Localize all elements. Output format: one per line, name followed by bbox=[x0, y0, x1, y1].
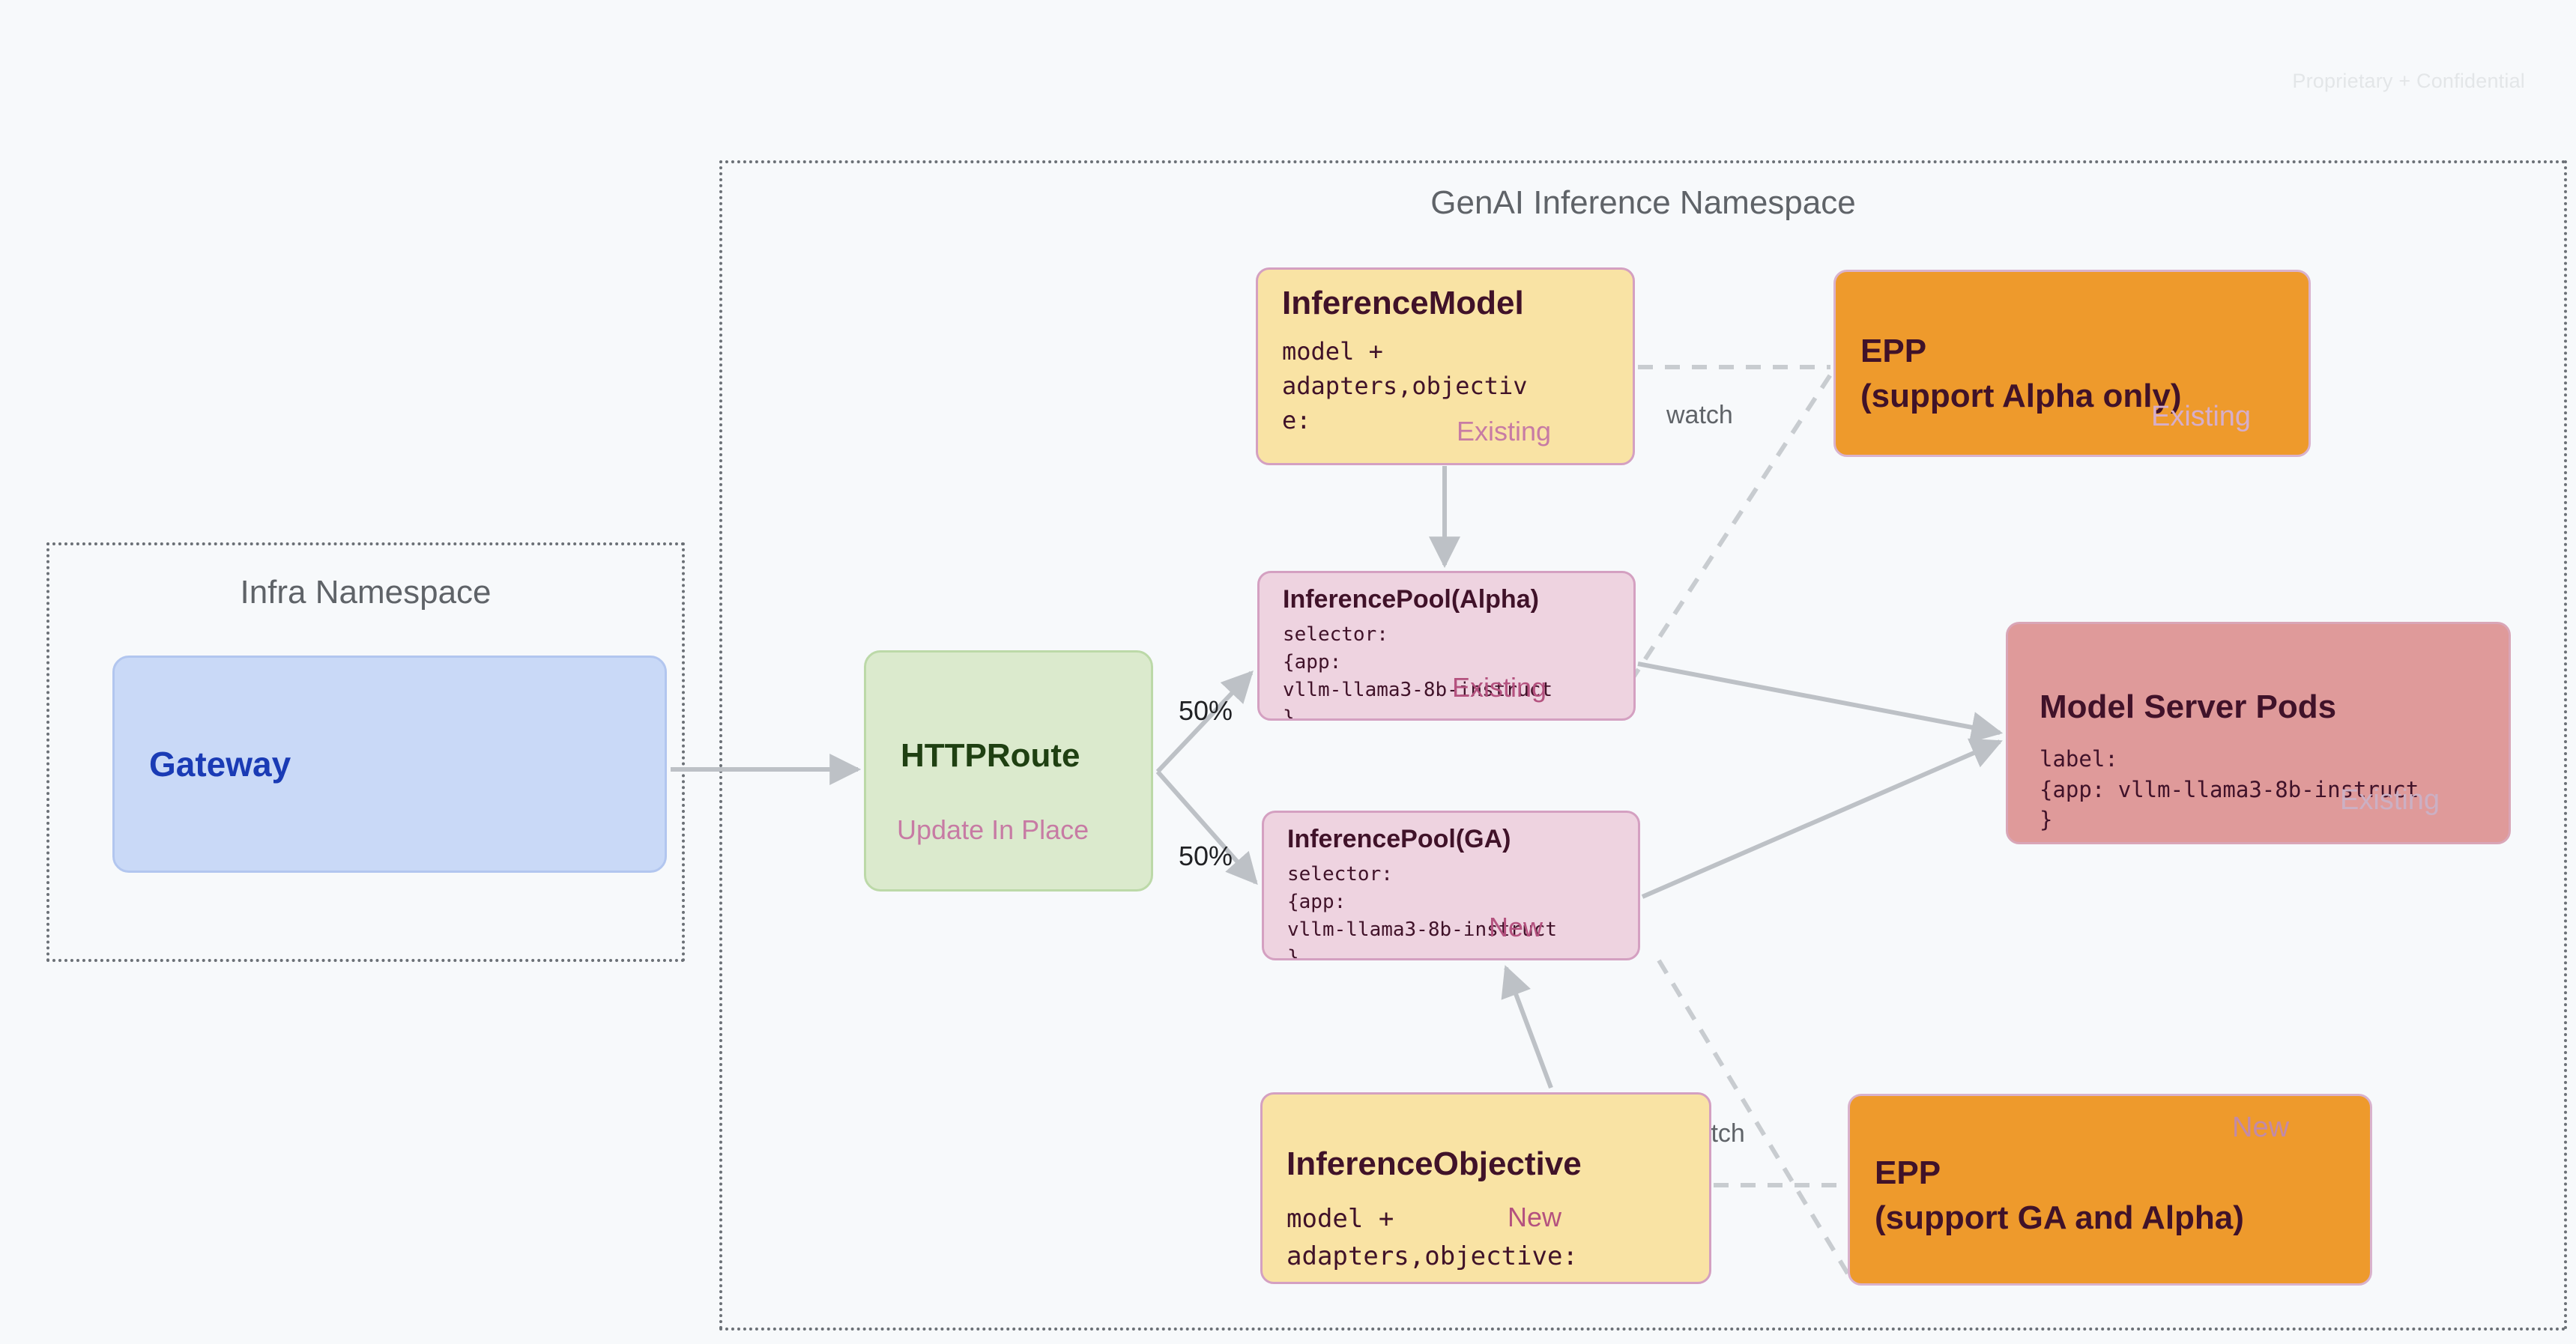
infra-namespace-container bbox=[46, 542, 685, 962]
watch-alpha-label: watch bbox=[1666, 401, 1733, 429]
epp-alpha-title: EPP (support Alpha only) bbox=[1860, 333, 2182, 414]
node-inference-pool-alpha[interactable]: InferencePool(Alpha) selector: {app: vll… bbox=[1257, 571, 1636, 721]
node-httproute[interactable]: HTTPRoute Update In Place bbox=[864, 650, 1153, 892]
inference-pool-alpha-title: InferencePool(Alpha) bbox=[1283, 585, 1539, 614]
infra-namespace-title: Infra Namespace bbox=[240, 574, 492, 611]
httproute-title: HTTPRoute bbox=[901, 737, 1080, 774]
gateway-title: Gateway bbox=[149, 745, 291, 784]
node-inference-objective[interactable]: InferenceObjective model + adapters,obje… bbox=[1260, 1092, 1711, 1284]
model-server-pods-title: Model Server Pods bbox=[2040, 688, 2337, 725]
epp-alpha-status-tag: Existing bbox=[2151, 401, 2252, 432]
node-inference-pool-ga[interactable]: InferencePool(GA) selector: {app: vllm-l… bbox=[1262, 811, 1640, 960]
inference-model-title: InferenceModel bbox=[1282, 285, 1524, 321]
inference-pool-alpha-body: selector: {app: vllm-llama3-8b-instruct … bbox=[1283, 623, 1553, 721]
inference-pool-alpha-status-tag: Existing bbox=[1452, 672, 1547, 703]
inference-objective-status-tag: New bbox=[1508, 1202, 1562, 1232]
genai-namespace-title: GenAI Inference Namespace bbox=[1430, 184, 1856, 221]
inference-pool-ga-title: InferencePool(GA) bbox=[1287, 825, 1511, 853]
inference-objective-body: model + adapters,objective: bbox=[1287, 1204, 1578, 1271]
httproute-status-tag: Update In Place bbox=[897, 814, 1089, 845]
epp-ga-title: EPP (support GA and Alpha) bbox=[1875, 1154, 2244, 1236]
inference-model-status-tag: Existing bbox=[1457, 416, 1552, 447]
split-ga-label: 50% bbox=[1179, 841, 1233, 871]
confidential-notice: Proprietary + Confidential bbox=[2292, 70, 2525, 92]
node-epp-alpha[interactable]: EPP (support Alpha only) Existing bbox=[1833, 270, 2311, 457]
model-server-pods-body: label: {app: vllm-llama3-8b-instruct } bbox=[2040, 746, 2419, 833]
node-epp-ga[interactable]: EPP (support GA and Alpha) New bbox=[1848, 1094, 2372, 1286]
node-gateway[interactable]: Gateway bbox=[112, 656, 667, 873]
epp-ga-status-tag: New bbox=[2232, 1112, 2290, 1143]
node-inference-model[interactable]: InferenceModel model + adapters,objectiv… bbox=[1256, 267, 1635, 465]
inference-objective-title: InferenceObjective bbox=[1287, 1145, 1582, 1182]
node-model-server-pods[interactable]: Model Server Pods label: {app: vllm-llam… bbox=[2006, 622, 2511, 844]
genai-namespace-container bbox=[719, 160, 2567, 1331]
model-server-pods-status-tag: Existing bbox=[2340, 784, 2440, 816]
split-alpha-label: 50% bbox=[1179, 695, 1233, 726]
inference-pool-ga-body: selector: {app: vllm-llama3-8b-instruct … bbox=[1287, 863, 1558, 960]
inference-model-body: model + adapters,objectiv e: bbox=[1282, 337, 1528, 435]
inference-pool-ga-status-tag: New bbox=[1489, 912, 1544, 942]
